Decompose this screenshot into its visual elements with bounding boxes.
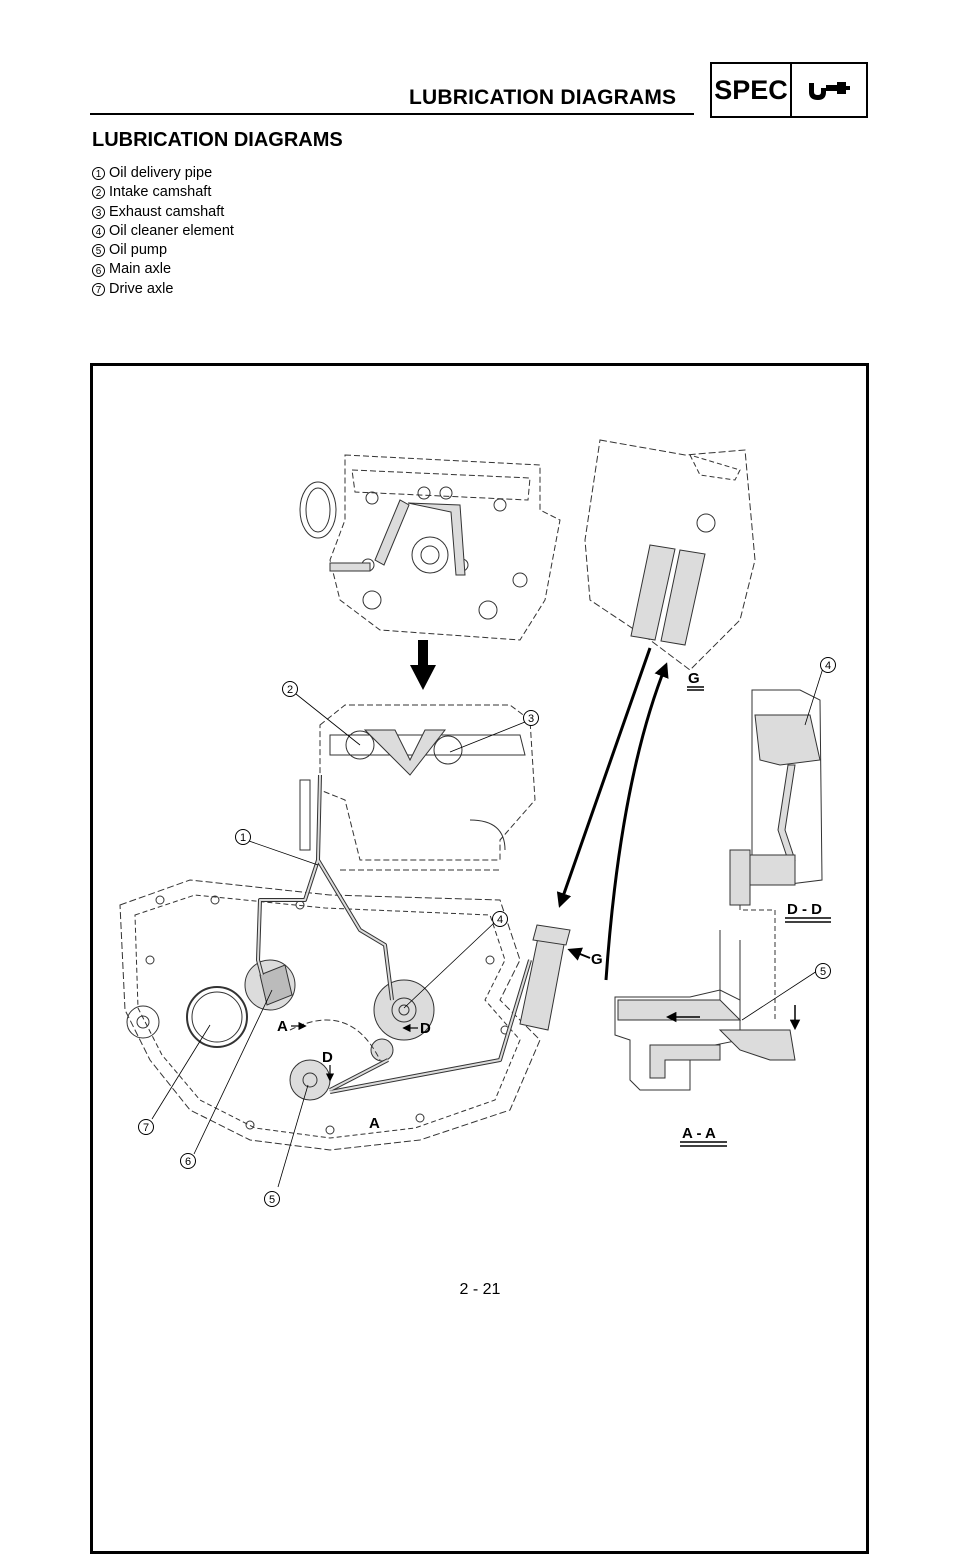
legend-label: Intake camshaft xyxy=(109,184,212,201)
callout-number: 6 xyxy=(92,263,105,277)
label-g: G xyxy=(688,670,700,687)
callout-number: 7 xyxy=(92,282,105,296)
label-g-arrow: G xyxy=(591,951,603,968)
callout-number: 3 xyxy=(92,205,105,219)
page-number: 2 - 21 xyxy=(459,1281,501,1298)
callout-1: 1 xyxy=(235,829,251,845)
legend-item: 3 Exhaust camshaft xyxy=(92,203,234,222)
callout-6: 6 xyxy=(180,1153,196,1169)
legend-item: 6 Main axle xyxy=(92,260,234,279)
svg-text:5: 5 xyxy=(269,1194,275,1206)
diagram-frame: 1 2 3 4 4 5 5 6 7 G G D - D A - A A A D xyxy=(90,363,869,1554)
section-a-a xyxy=(614,930,801,1091)
flow-arrow-down xyxy=(410,640,436,690)
legend-item: 1 Oil delivery pipe xyxy=(92,164,234,183)
section-labels: G G D - D A - A A A D D xyxy=(277,670,831,1147)
legend-item: 2 Intake camshaft xyxy=(92,183,234,202)
frame-tube-view-g xyxy=(584,439,756,671)
legend-item: 7 Drive axle xyxy=(92,280,234,299)
svg-text:1: 1 xyxy=(240,832,246,844)
oil-delivery-pipe xyxy=(256,774,532,1094)
label-a-bottom: A xyxy=(369,1115,380,1132)
svg-text:7: 7 xyxy=(143,1122,149,1134)
spec-icon-box xyxy=(790,62,868,118)
section-d-d xyxy=(729,689,823,1020)
flow-arrows-g xyxy=(556,647,669,981)
callout-4-main: 4 xyxy=(492,911,508,927)
callout-4-section: 4 xyxy=(820,657,836,673)
micrometer-icon xyxy=(809,82,850,100)
oil-filter-hose xyxy=(519,924,571,1031)
legend-label: Oil delivery pipe xyxy=(109,165,213,181)
legend-label: Drive axle xyxy=(109,280,174,297)
callouts: 1 2 3 4 4 5 5 6 7 xyxy=(138,657,836,1207)
spec-badge: SPEC xyxy=(710,62,792,118)
svg-text:6: 6 xyxy=(185,1156,191,1168)
legend-label: Oil pump xyxy=(109,242,168,259)
svg-text:2: 2 xyxy=(287,684,293,696)
cylinder-block xyxy=(299,704,536,871)
svg-text:5: 5 xyxy=(820,966,826,978)
crankcase xyxy=(119,879,541,1151)
header-title: LUBRICATION DIAGRAMS xyxy=(409,86,677,109)
svg-text:4: 4 xyxy=(825,660,831,672)
legend-item: 5 Oil pump xyxy=(92,241,234,260)
section-title: LUBRICATION DIAGRAMS xyxy=(92,129,343,151)
callout-7: 7 xyxy=(138,1119,154,1135)
callout-number: 4 xyxy=(92,225,105,239)
label-d-right: D xyxy=(420,1020,431,1037)
legend-label: Main axle xyxy=(109,261,172,278)
lubrication-diagram: 1 2 3 4 4 5 5 6 7 G G D - D A - A A A D xyxy=(119,439,836,1207)
svg-text:4: 4 xyxy=(497,914,503,926)
legend-item: 4 Oil cleaner element xyxy=(92,222,234,241)
svg-text:3: 3 xyxy=(528,713,534,725)
label-a-a: A - A xyxy=(682,1125,716,1142)
header-rule xyxy=(90,113,694,115)
cylinder-head-top-view xyxy=(299,454,561,641)
callout-5-main: 5 xyxy=(264,1191,280,1207)
label-d-center: D xyxy=(322,1049,333,1066)
callout-number: 2 xyxy=(92,186,105,200)
callout-leaders xyxy=(151,667,824,1188)
callout-number: 1 xyxy=(92,167,105,181)
label-a-top: A xyxy=(277,1018,288,1035)
label-d-d: D - D xyxy=(787,901,822,918)
parts-legend: 1 Oil delivery pipe 2 Intake camshaft 3 Exh… xyxy=(92,164,234,299)
callout-3: 3 xyxy=(523,710,539,726)
legend-label: Oil cleaner element xyxy=(109,222,234,239)
callout-number: 5 xyxy=(92,244,105,258)
callout-5-section: 5 xyxy=(815,963,831,979)
legend-label: Exhaust camshaft xyxy=(109,203,225,220)
callout-2: 2 xyxy=(282,681,298,697)
